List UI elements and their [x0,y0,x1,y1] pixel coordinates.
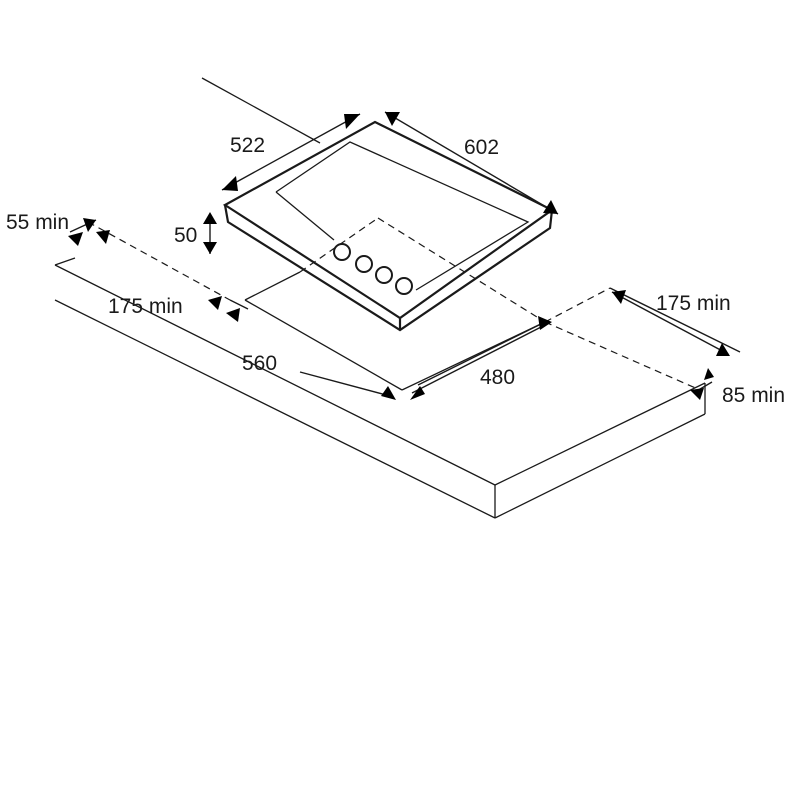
worktop-right-bottom-edge [494,413,706,519]
arrow-icon [704,368,714,380]
hob-top-surface [222,120,555,320]
dimension-arrows [68,112,730,400]
worktop-front-bottom-edge [54,299,496,519]
right-clearance-label: 175 min [656,292,731,315]
right-clearance-line-top [544,287,611,323]
hob [222,120,555,332]
hob-glass-panel [275,141,530,291]
worktop-right-top-edge [494,382,706,486]
hob-glass-front-edge [275,191,335,241]
hob-depth-dim-line [221,113,361,191]
arrow-icon [410,386,425,400]
cutout-width-label: 560 [242,352,277,375]
worktop [54,77,706,519]
left-clearance-label: 175 min [108,295,183,318]
cutout-left-edge [244,271,301,301]
arrow-icon [385,112,400,126]
front-clearance-label: 85 min [722,384,785,407]
knob-icon [375,266,393,284]
arrow-icon [690,388,704,400]
hob-width-dim-line [384,111,559,215]
arrow-icon [716,343,730,356]
cutout-depth-label: 480 [480,366,515,389]
worktop-left-stub [54,257,76,266]
hob-depth-label: 522 [230,134,265,157]
arrow-icon [543,200,558,214]
cutout-width-extension [299,371,391,397]
arrow-icon [208,296,222,310]
right-clearance-line-front [544,321,701,391]
cutout-depth-extension [411,324,546,394]
hob-width-label: 602 [464,136,499,159]
right-clearance-extension [609,287,741,353]
arrow-icon [222,176,238,191]
knob-icon [333,243,351,261]
cutout-back-hidden-edge [377,217,546,323]
right-clearance-dim-line [611,291,729,355]
knob-icon [355,255,373,273]
arrow-icon [203,242,217,254]
arrow-icon [96,230,110,244]
rear-clearance-label: 55 min [6,211,69,234]
hob-height-label: 50 [174,224,197,247]
dimension-labels: 522 602 50 55 min 175 min 175 min 560 48… [6,134,785,407]
cutout-outline [244,217,546,391]
cutout-depth-dim-line [417,321,546,386]
arrow-icon [68,232,83,246]
clearance-lines [87,221,741,397]
arrow-icon [344,114,360,129]
arrow-icon [612,290,626,304]
cutout-front-edge [244,299,403,391]
arrow-icon [203,212,217,224]
knob-icon [395,277,413,295]
arrow-icon [226,308,240,322]
hob-knobs [333,243,413,295]
worktop-back-edge [201,77,321,144]
arrow-icon [83,218,96,232]
arrow-icon [538,316,552,330]
rear-clearance-line [87,221,231,301]
worktop-front-top-edge [54,264,496,486]
left-clearance-dim-line [229,299,249,310]
arrow-icon [381,386,396,400]
